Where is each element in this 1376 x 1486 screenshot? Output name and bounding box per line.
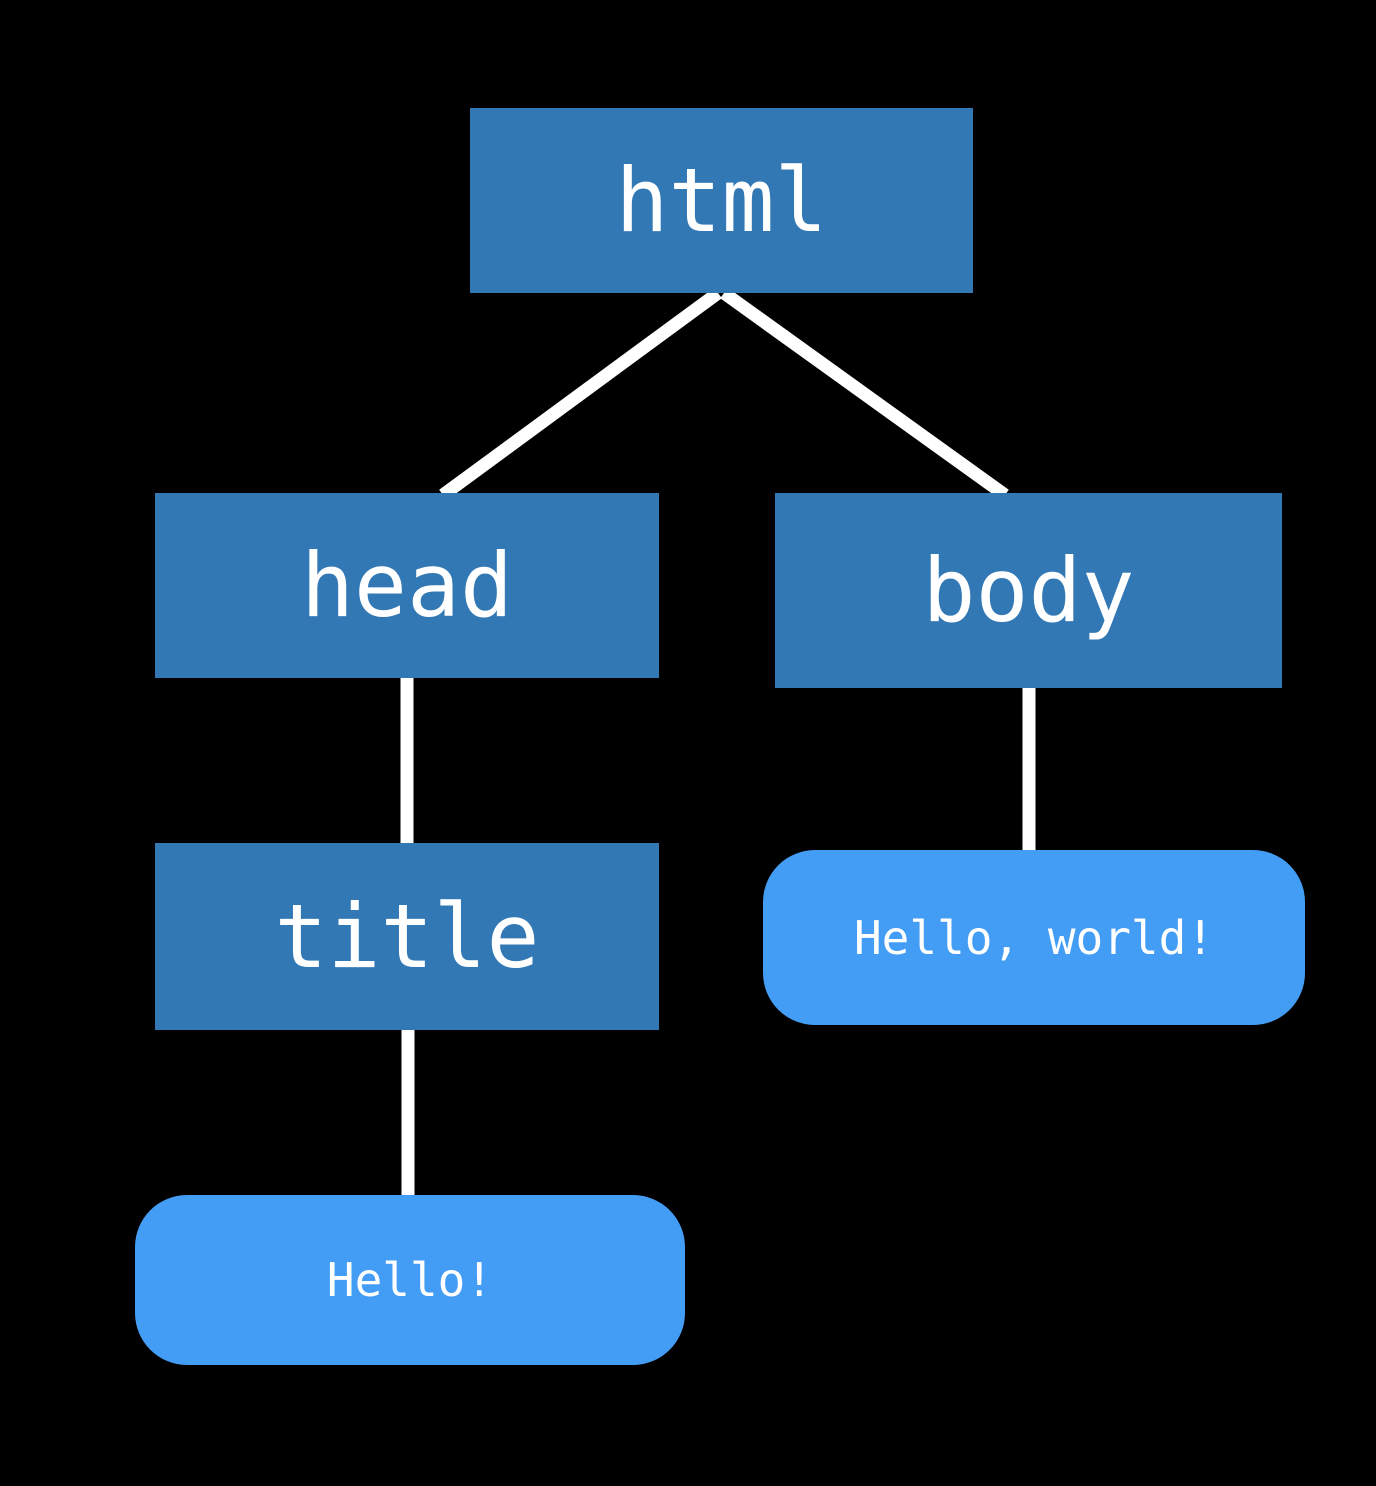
edge-html-head bbox=[439, 287, 722, 501]
node-title[interactable]: title bbox=[155, 843, 659, 1030]
node-html[interactable]: html bbox=[470, 108, 973, 293]
node-body-text[interactable]: Hello, world! bbox=[763, 850, 1305, 1025]
node-body-label: body bbox=[922, 538, 1135, 642]
node-title-text-label: Hello! bbox=[326, 1253, 494, 1307]
node-body[interactable]: body bbox=[775, 493, 1282, 688]
node-head-label: head bbox=[301, 533, 513, 637]
edge-html-body bbox=[720, 287, 1009, 501]
node-html-label: html bbox=[615, 148, 828, 252]
node-body-text-label: Hello, world! bbox=[853, 910, 1215, 965]
node-title-text[interactable]: Hello! bbox=[135, 1195, 685, 1365]
node-title-label: title bbox=[274, 884, 540, 988]
node-head[interactable]: head bbox=[155, 493, 659, 678]
